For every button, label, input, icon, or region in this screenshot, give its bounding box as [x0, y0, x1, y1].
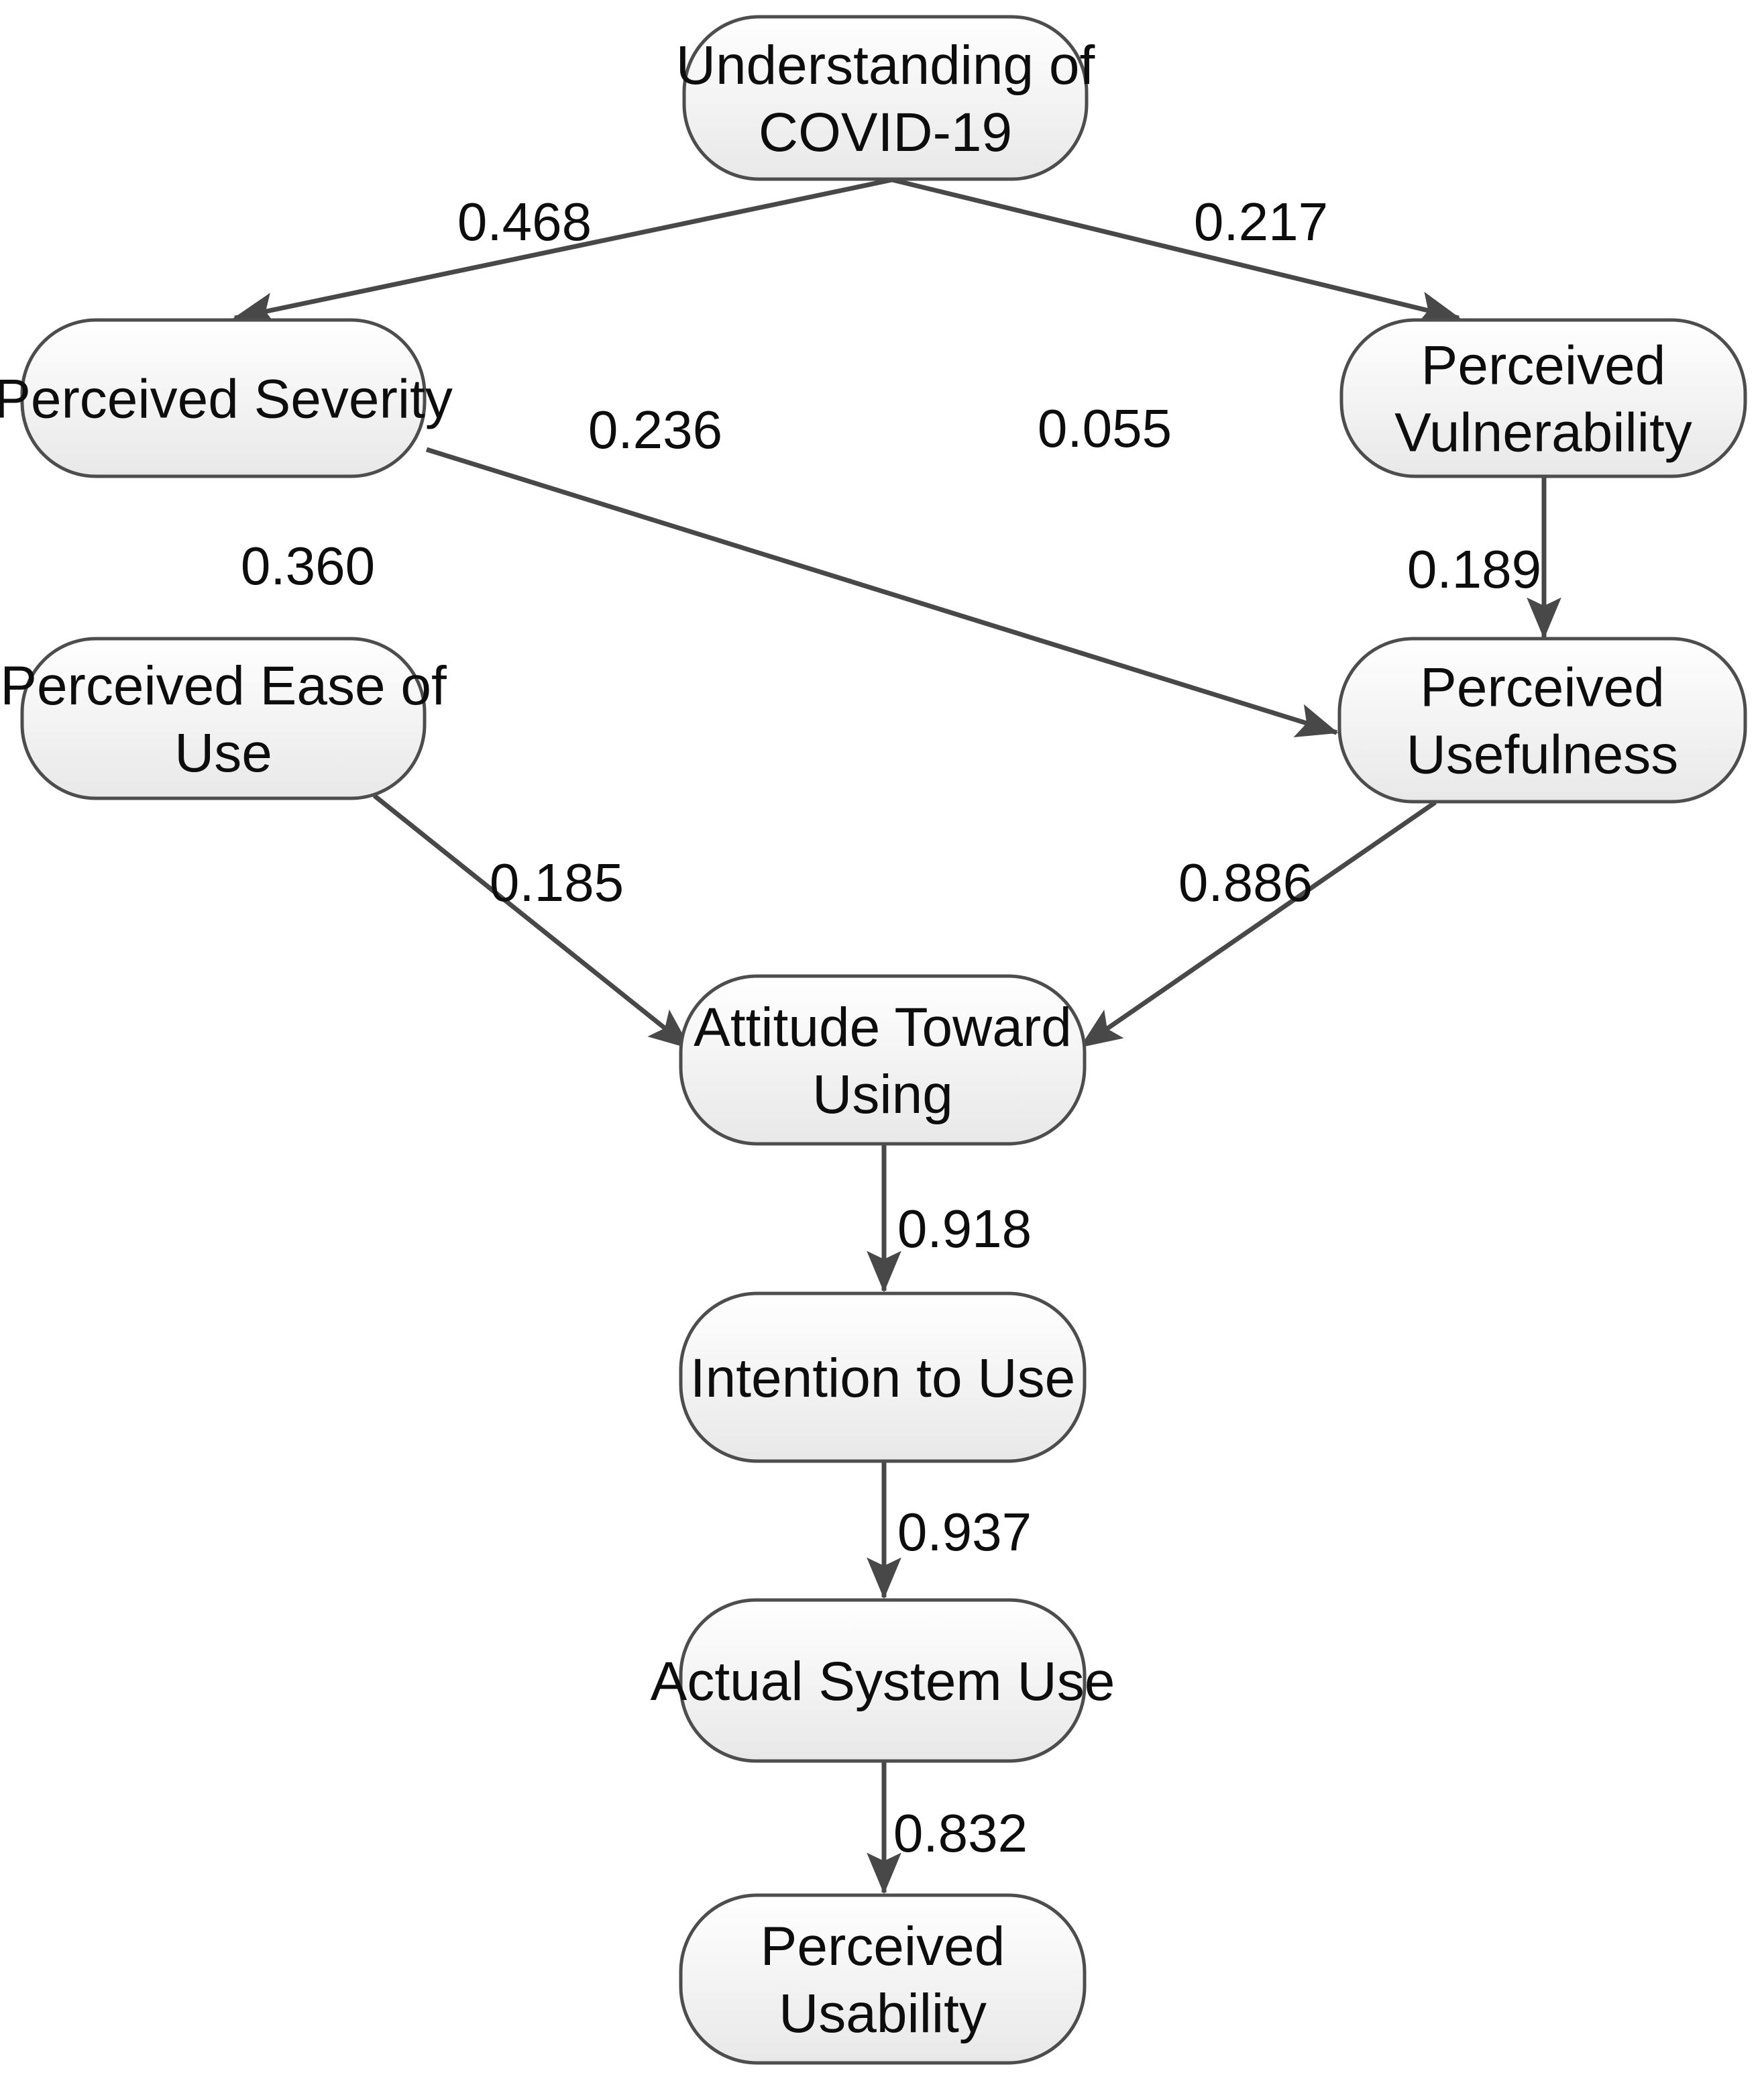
node-intention: Intention to Use	[679, 1291, 1087, 1463]
edge-arrow-understanding-severity	[233, 177, 893, 327]
edge-arrow-usefulness-attitude	[1079, 800, 1437, 1049]
edge-arrow-severity-usefulness	[425, 447, 1339, 738]
node-shape-attitude	[679, 974, 1087, 1146]
edge-coefficient-usefulness-attitude: 0.886	[1178, 853, 1313, 912]
node-shape-actual	[679, 1598, 1087, 1763]
node-shape-ease	[20, 637, 427, 800]
edge-arrow-understanding-vulnerability	[891, 177, 1461, 326]
edge-coefficient-ease-attitude: 0.185	[490, 853, 624, 912]
edge-coefficient-intention-actual: 0.937	[897, 1502, 1032, 1562]
edge-labels-layer: 0.468 0.217 0.236 0.189 0.185 0.886 0.918 0.937…	[241, 192, 1541, 1863]
node-shape-vulnerability	[1339, 318, 1747, 478]
edge-coefficient-understanding-severity: 0.468	[457, 192, 592, 252]
edge-arrow-ease-attitude	[372, 794, 692, 1050]
floating-coefficient-label-0055: 0.055	[1038, 398, 1172, 458]
node-shape-usefulness	[1337, 637, 1747, 804]
edge-coefficient-attitude-intention: 0.918	[897, 1199, 1032, 1259]
node-severity: Perceived Severity	[0, 318, 453, 478]
node-shape-severity	[20, 318, 427, 478]
node-actual: Actual System Use	[651, 1598, 1115, 1763]
node-label-severity: Perceived Severity	[0, 369, 453, 430]
edge-coefficient-actual-usability: 0.832	[893, 1803, 1028, 1863]
node-label-actual: Actual System Use	[651, 1651, 1115, 1712]
floating-coefficient-label-0360: 0.360	[241, 536, 375, 596]
node-shape-intention	[679, 1291, 1087, 1463]
edges-layer	[233, 177, 1561, 1895]
edge-coefficient-severity-usefulness: 0.236	[588, 400, 722, 460]
edge-coefficient-vulnerability-usefulness: 0.189	[1407, 539, 1541, 599]
node-shape-usability	[679, 1893, 1087, 2065]
node-label-intention: Intention to Use	[690, 1348, 1075, 1409]
node-shape-understanding	[682, 15, 1089, 181]
edge-coefficient-understanding-vulnerability: 0.217	[1194, 192, 1328, 252]
